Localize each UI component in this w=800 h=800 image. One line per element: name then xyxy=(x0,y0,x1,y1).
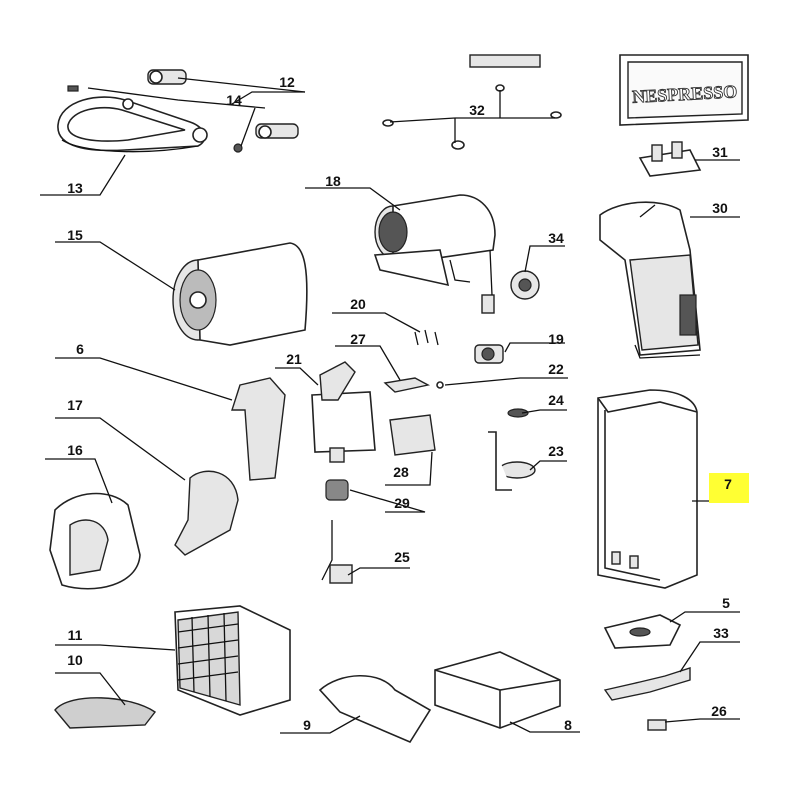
callout-labels: 12 14 13 32 31 18 30 15 34 20 27 19 6 21 22 24 17 23 16 28 7… xyxy=(67,74,732,733)
callout-28: 28 xyxy=(393,464,409,480)
callout-16: 16 xyxy=(67,442,83,458)
callout-7: 7 xyxy=(724,476,732,492)
callout-6: 6 xyxy=(76,341,84,357)
part-12-connectors xyxy=(147,69,299,139)
part-20-clips xyxy=(414,329,439,346)
part-9-tray-base xyxy=(318,674,432,744)
part-31-top-connector xyxy=(638,141,702,177)
callout-11: 11 xyxy=(68,627,83,643)
part-7-side-panel xyxy=(597,389,698,589)
callout-34: 34 xyxy=(548,230,564,246)
part-21-pump xyxy=(311,361,376,463)
part-23-drip-cup xyxy=(488,431,536,491)
callout-24: 24 xyxy=(548,392,564,408)
part-17-brew-unit xyxy=(174,470,239,556)
callout-22: 22 xyxy=(548,361,564,377)
callout-15: 15 xyxy=(67,227,83,243)
callout-33: 33 xyxy=(713,625,729,641)
callout-21: 21 xyxy=(286,351,302,367)
part-5-cap xyxy=(603,614,682,649)
part-27-plate xyxy=(383,377,431,393)
nespresso-badge-panel xyxy=(619,54,749,126)
callout-26: 26 xyxy=(711,703,727,719)
part-22-oring xyxy=(436,381,444,389)
callout-32: 32 xyxy=(469,102,485,118)
part-25-steam-pipe xyxy=(321,520,353,584)
part-24-washer xyxy=(507,408,529,418)
callout-10: 10 xyxy=(67,652,83,668)
part-28-block xyxy=(389,414,436,456)
callout-18: 18 xyxy=(325,173,341,189)
callout-8: 8 xyxy=(564,717,572,733)
callout-20: 20 xyxy=(350,296,366,312)
callout-25: 25 xyxy=(394,549,410,565)
part-32-feet xyxy=(382,54,562,150)
callout-17: 17 xyxy=(67,397,83,413)
callout-27: 27 xyxy=(350,331,366,347)
callout-12: 12 xyxy=(279,74,295,90)
part-8-container xyxy=(434,651,561,729)
callout-30: 30 xyxy=(712,200,728,216)
part-33-cable-clip xyxy=(603,667,691,701)
part-19-valve xyxy=(474,344,504,364)
callout-7-highlight xyxy=(709,473,749,503)
callout-13: 13 xyxy=(67,180,83,196)
leader-lines xyxy=(40,77,745,734)
part-10-drip-grid xyxy=(54,697,157,729)
part-18-thermoblock xyxy=(373,194,496,314)
part-14-screw xyxy=(67,85,243,153)
part-29-spring xyxy=(325,479,349,501)
part-11-grid-tray xyxy=(174,605,291,716)
part-15-motor-assembly xyxy=(172,242,308,346)
part-13-lever-arm xyxy=(57,96,208,153)
callout-9: 9 xyxy=(303,717,311,733)
callout-19: 19 xyxy=(548,331,564,347)
part-16-front-cover xyxy=(49,492,141,590)
callout-23: 23 xyxy=(548,443,564,459)
part-34-sensor xyxy=(510,270,540,300)
callout-5: 5 xyxy=(722,595,730,611)
part-6-bracket xyxy=(231,377,286,481)
part-26-tab xyxy=(647,719,667,731)
callout-14: 14 xyxy=(226,92,242,108)
part-30-control-unit xyxy=(599,201,701,359)
callout-29: 29 xyxy=(394,495,410,511)
callout-31: 31 xyxy=(712,144,728,160)
